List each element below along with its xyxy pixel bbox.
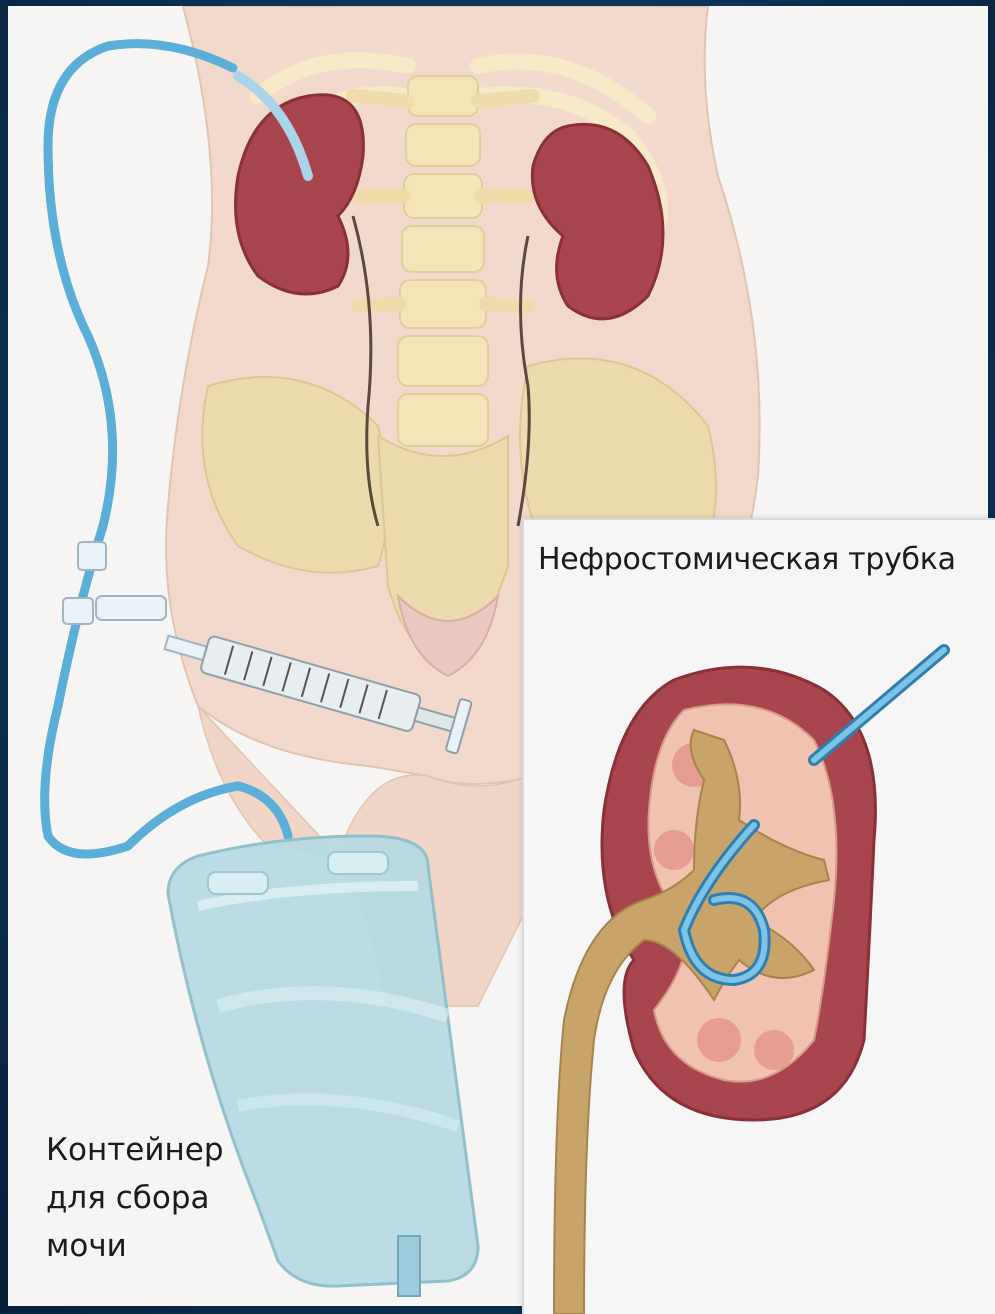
urine-container-label-line-3: мочи bbox=[46, 1222, 224, 1270]
nephrostomy-tube-label: Нефростомическая трубка bbox=[538, 542, 956, 577]
stopcock-connector bbox=[63, 542, 166, 624]
nephrostomy-illustration: Нефростомическая трубка Контейнер для сб… bbox=[8, 6, 988, 1306]
urine-container-label-line-2: для сбора bbox=[46, 1174, 224, 1222]
urine-container-label: Контейнер для сбора мочи bbox=[46, 1126, 224, 1270]
urine-container-label-line-1: Контейнер bbox=[46, 1126, 224, 1174]
kidney-cross-section-drawing bbox=[524, 520, 995, 1314]
kidney-closeup-panel: Нефростомическая трубка bbox=[522, 518, 995, 1314]
